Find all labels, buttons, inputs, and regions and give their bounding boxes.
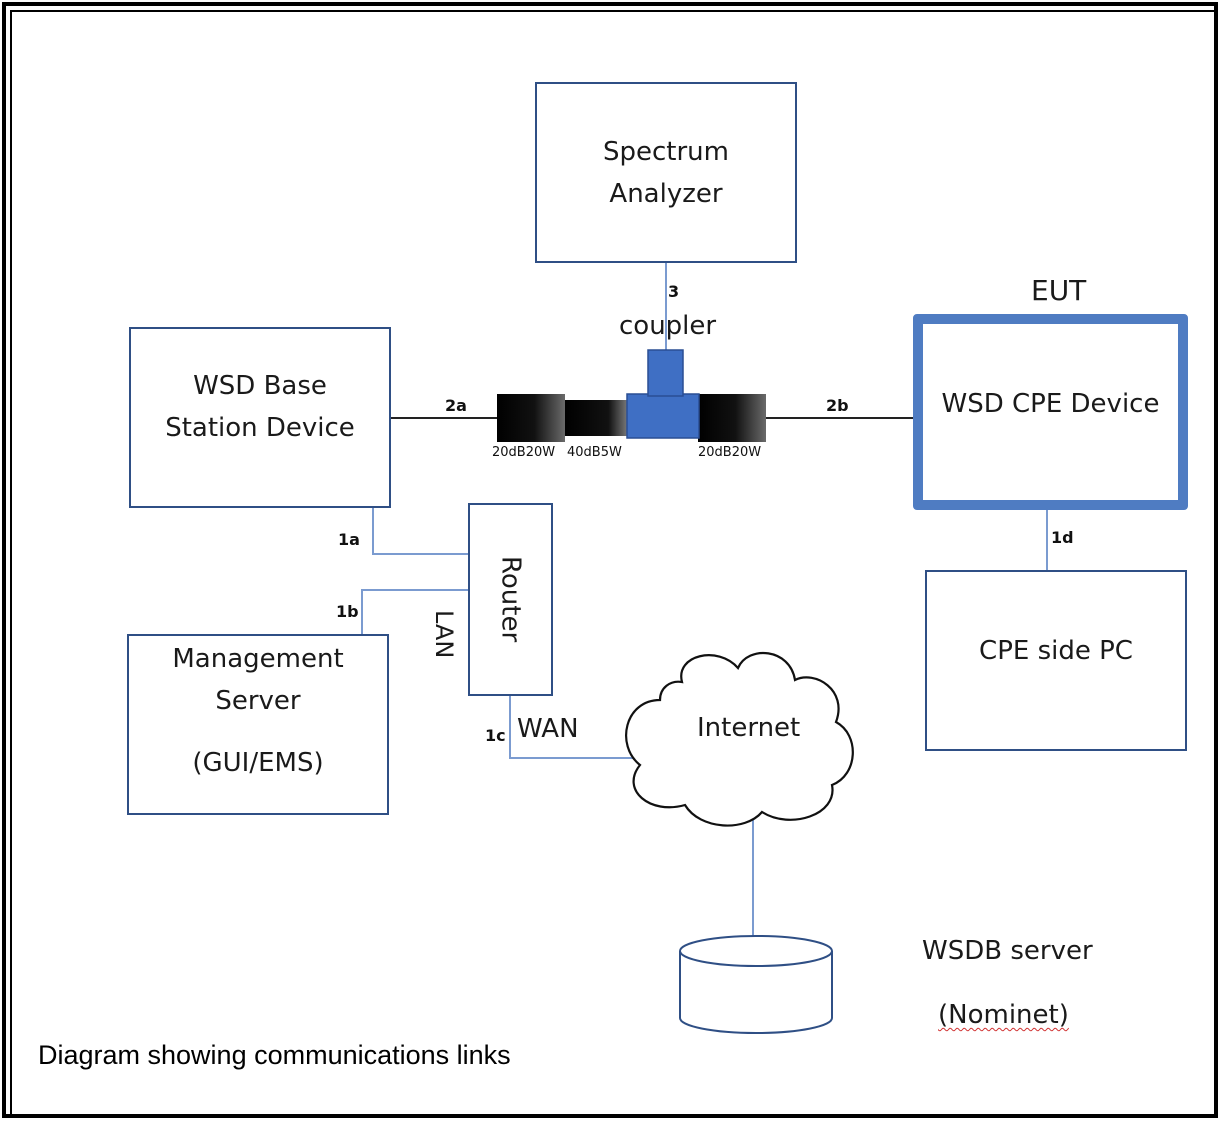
attenuator-left [497,394,565,442]
coupler-stem [647,349,684,397]
attenuator-middle [565,400,627,436]
spectrum-analyzer-line2: Analyzer [609,178,723,209]
diagram-caption: Diagram showing communications links [38,1040,511,1070]
cpe-device-label: WSD CPE Device [941,389,1160,419]
internet-label: Internet [697,713,801,743]
coupler-body [626,393,700,439]
router-box: Router [468,503,553,696]
attenuator-left-label: 20dB20W [492,445,556,460]
cpe-device-box: WSD CPE Device [913,314,1188,510]
spectrum-analyzer-box: Spectrum Analyzer [535,82,797,263]
wsdb-server-label: WSDB server [922,936,1093,966]
lan-label: LAN [430,610,458,659]
base-station-box: WSD Base Station Device [129,327,391,508]
base-station-line1: WSD Base [193,370,327,401]
wsdb-operator-label: (Nominet) [938,1000,1069,1030]
spectrum-analyzer-line1: Spectrum [603,136,729,167]
link-1c-label: 1c [485,726,506,745]
router-label: Router [495,556,526,643]
management-server-line3: (GUI/EMS) [192,747,324,778]
wsdb-cylinder [679,935,833,1034]
link-2b-label: 2b [826,396,849,415]
inner-frame [10,10,1214,1118]
coupler-label: coupler [619,311,717,341]
internet-cloud-shape [625,651,854,827]
attenuator-middle-label: 40dB5W [567,445,622,460]
management-server-line2: Server [215,685,301,716]
link-1a-line [372,508,470,555]
management-server-line1: Management [172,643,344,674]
attenuator-right-label: 20dB20W [698,445,762,460]
cpe-pc-label: CPE side PC [979,635,1133,666]
link-1d-label: 1d [1051,528,1074,547]
base-station-line2: Station Device [165,412,355,443]
wan-label: WAN [517,714,579,744]
link-3-label: 3 [668,282,680,301]
attenuator-right [698,394,766,442]
management-server-box: Management Server (GUI/EMS) [127,634,389,815]
link-1c-line [509,695,636,759]
link-1b-label: 1b [336,602,359,621]
link-2a-label: 2a [445,396,467,415]
cpe-pc-box: CPE side PC [925,570,1187,751]
link-1a-label: 1a [338,530,360,549]
eut-label: EUT [1031,274,1087,307]
link-1b-line [361,589,470,634]
